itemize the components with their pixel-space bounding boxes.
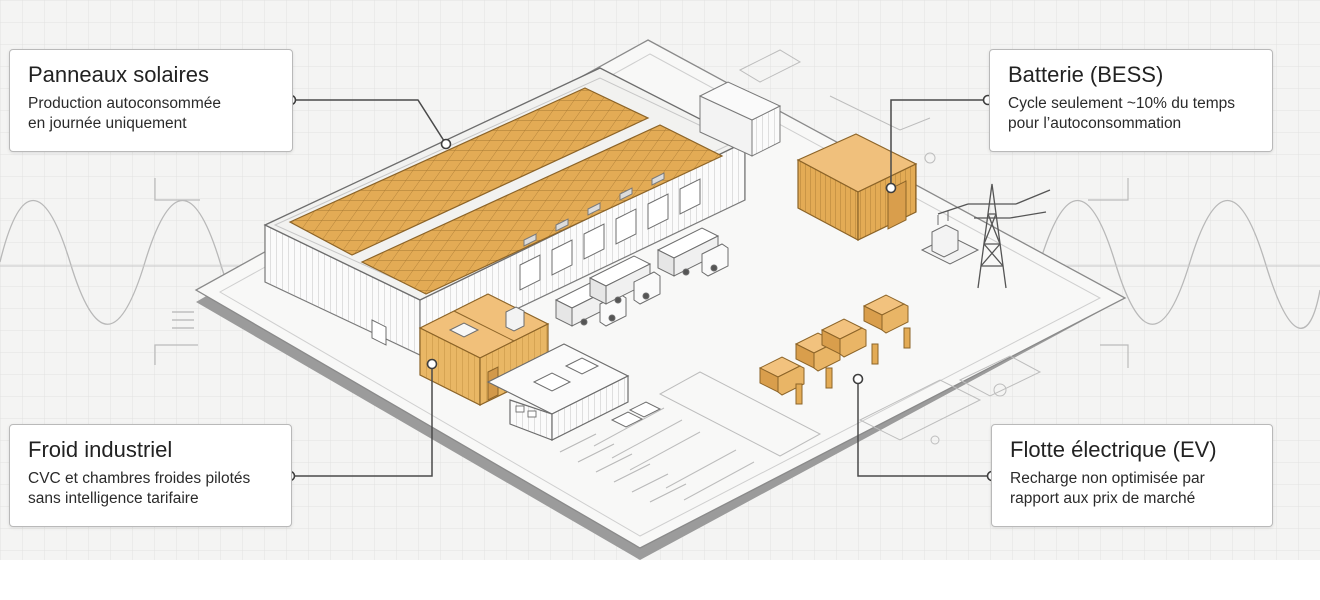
callout-desc-line: en journée uniquement (28, 115, 187, 132)
connector-dot (852, 373, 864, 385)
connector-dot (885, 182, 897, 194)
connector-dot (426, 358, 438, 370)
callout-ev-fleet: Flotte électrique (EV) Recharge non opti… (991, 424, 1273, 527)
car-icon (610, 401, 662, 428)
ev-van-icon (758, 356, 805, 396)
ev-fleet (758, 294, 911, 405)
hvac-unit-icon (564, 357, 600, 375)
solar-panel-icon (360, 124, 724, 295)
right-sine-wave (1039, 200, 1320, 329)
ev-van-icon (820, 318, 867, 358)
callout-desc-line: Production autoconsommée (28, 95, 222, 112)
callout-solar-panels: Panneaux solaires Production autoconsomm… (9, 49, 293, 152)
truck-icon (656, 227, 729, 277)
connector-lines (290, 99, 992, 477)
truck-icon (588, 255, 661, 305)
parking-stripes (559, 433, 687, 503)
charger-icon (795, 383, 803, 405)
callout-desc-line: Recharge non optimisée par (1010, 470, 1205, 487)
charger-icon (903, 327, 911, 349)
callout-desc-line: pour l’autoconsommation (1008, 115, 1182, 132)
callout-desc-line: CVC et chambres froides pilotés (28, 470, 251, 487)
callout-title: Froid industriel (28, 437, 173, 462)
battery-container-icon (796, 133, 918, 241)
charger-icon (871, 343, 879, 365)
transformer-icon (920, 211, 980, 265)
callout-battery: Batterie (BESS) Cycle seulement ~10% du … (989, 49, 1273, 152)
callout-desc-line: Cycle seulement ~10% du temps (1008, 95, 1236, 112)
callout-title: Panneaux solaires (28, 62, 210, 87)
callout-title: Batterie (BESS) (1008, 62, 1164, 87)
connector-dot (440, 138, 452, 150)
bottom-margin (0, 560, 1320, 600)
pylon-icon (937, 183, 1051, 289)
callout-desc-line: sans intelligence tarifaire (28, 490, 199, 507)
cold-storage-annex (418, 293, 630, 441)
solar-panel-icon (288, 87, 650, 256)
hvac-unit-icon (448, 322, 480, 338)
charger-icon (825, 367, 833, 389)
callout-industrial-cooling: Froid industriel CVC et chambres froides… (9, 424, 292, 527)
hvac-unit-icon (532, 372, 572, 392)
callout-title: Flotte électrique (EV) (1010, 437, 1217, 462)
callout-desc-line: rapport aux prix de marché (1010, 490, 1196, 507)
ev-van-icon (862, 294, 909, 334)
